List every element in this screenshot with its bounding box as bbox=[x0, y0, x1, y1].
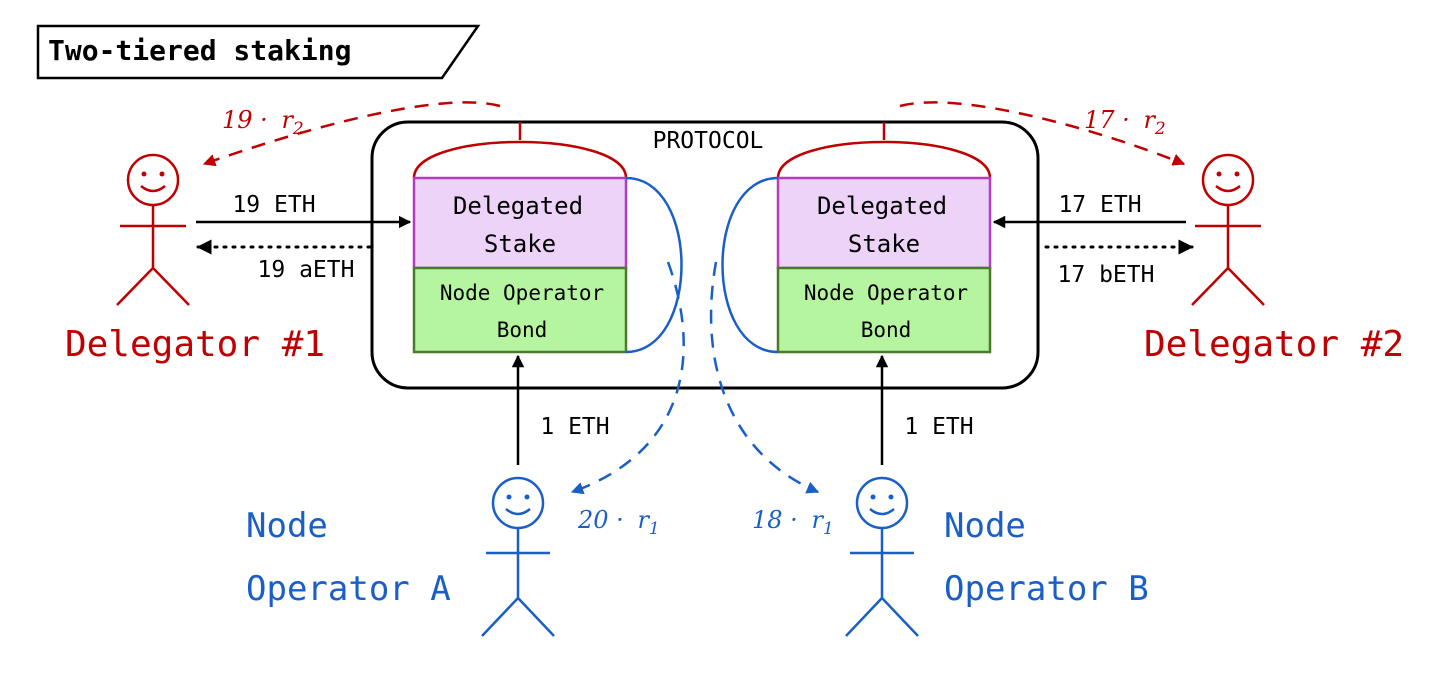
delegator-2-receipt-arrow: 17 bETH bbox=[1044, 239, 1194, 288]
operator-b-reward-arrow: 18 · r1 bbox=[709, 261, 834, 539]
operator-a-head bbox=[491, 476, 545, 530]
operator-a-bond-label: 1 ETH bbox=[540, 414, 609, 440]
operator-bond-box-right bbox=[776, 266, 992, 354]
operator-b-bond-arrow: 1 ETH bbox=[875, 354, 974, 465]
delegator-1-deposit-arrow: 19 ETH bbox=[196, 192, 412, 229]
operator-a-bond-arrow: 1 ETH bbox=[511, 354, 610, 465]
title-box: Two-tiered staking bbox=[36, 24, 481, 80]
delegated-stake-left-line2: Stake bbox=[484, 230, 556, 258]
operator-b-bond-label: 1 ETH bbox=[904, 414, 973, 440]
delegator-2-deposit-arrow: 17 ETH bbox=[992, 192, 1186, 229]
delegator-1-figure bbox=[116, 153, 190, 306]
operator-a-reward-arrow: 20 · r1 bbox=[570, 261, 685, 539]
operator-bond-left-line2: Bond bbox=[497, 318, 548, 342]
protocol-container: PROTOCOL bbox=[370, 120, 1040, 390]
delegator-2-label: Delegator #2 bbox=[1144, 324, 1404, 365]
delegator-2-reward-arrow: 17 · r2 bbox=[899, 101, 1186, 166]
operator-a-reward-label: 20 · r1 bbox=[577, 506, 660, 539]
delegator-2-reward-label: 17 · r2 bbox=[1084, 106, 1166, 139]
delegator-2-deposit-label: 17 ETH bbox=[1058, 192, 1141, 218]
delegator-1-reward-arrow: 19 · r2 bbox=[202, 101, 501, 167]
vault-right: Delegated Stake Node Operator Bond bbox=[721, 122, 992, 354]
protocol-label: PROTOCOL bbox=[653, 128, 764, 154]
operator-b-label-line2: Operator B bbox=[944, 569, 1149, 609]
operator-b-reward-label: 18 · r1 bbox=[752, 506, 834, 539]
delegated-stake-box-right bbox=[776, 176, 992, 270]
delegator-2-head bbox=[1201, 153, 1255, 207]
vault-left: Delegated Stake Node Operator Bond bbox=[412, 122, 683, 354]
delegator-1-label: Delegator #1 bbox=[65, 324, 325, 365]
delegated-stake-box-left bbox=[412, 176, 628, 270]
operator-a-figure bbox=[481, 476, 555, 637]
delegator-1-deposit-label: 19 ETH bbox=[232, 192, 315, 218]
vault-left-loop bbox=[625, 176, 683, 354]
operator-bond-right-line1: Node Operator bbox=[804, 281, 968, 305]
delegator-1-head bbox=[126, 153, 180, 207]
operator-bond-box-left bbox=[412, 266, 628, 354]
operator-b-figure bbox=[845, 476, 919, 637]
diagram-title: Two-tiered staking bbox=[48, 34, 351, 67]
operator-b-head bbox=[855, 476, 909, 530]
delegator-2-figure bbox=[1191, 153, 1265, 306]
delegator-2-receipt-label: 17 bETH bbox=[1058, 262, 1155, 288]
delegated-stake-right-line1: Delegated bbox=[817, 192, 947, 220]
delegator-1-receipt-arrow: 19 aETH bbox=[196, 239, 372, 283]
delegator-1-reward-label: 19 · r2 bbox=[222, 106, 304, 139]
vault-right-cap bbox=[776, 140, 992, 179]
operator-a-label-line2: Operator A bbox=[246, 569, 451, 609]
delegator-1-receipt-label: 19 aETH bbox=[258, 257, 355, 283]
operator-bond-left-line1: Node Operator bbox=[440, 281, 604, 305]
operator-a-label-line1: Node bbox=[246, 506, 328, 546]
operator-b-label-line1: Node bbox=[944, 506, 1026, 546]
operator-bond-right-line2: Bond bbox=[861, 318, 912, 342]
vault-right-loop bbox=[721, 176, 779, 354]
delegated-stake-left-line1: Delegated bbox=[453, 192, 583, 220]
delegated-stake-right-line2: Stake bbox=[848, 230, 920, 258]
vault-left-cap bbox=[412, 140, 628, 179]
